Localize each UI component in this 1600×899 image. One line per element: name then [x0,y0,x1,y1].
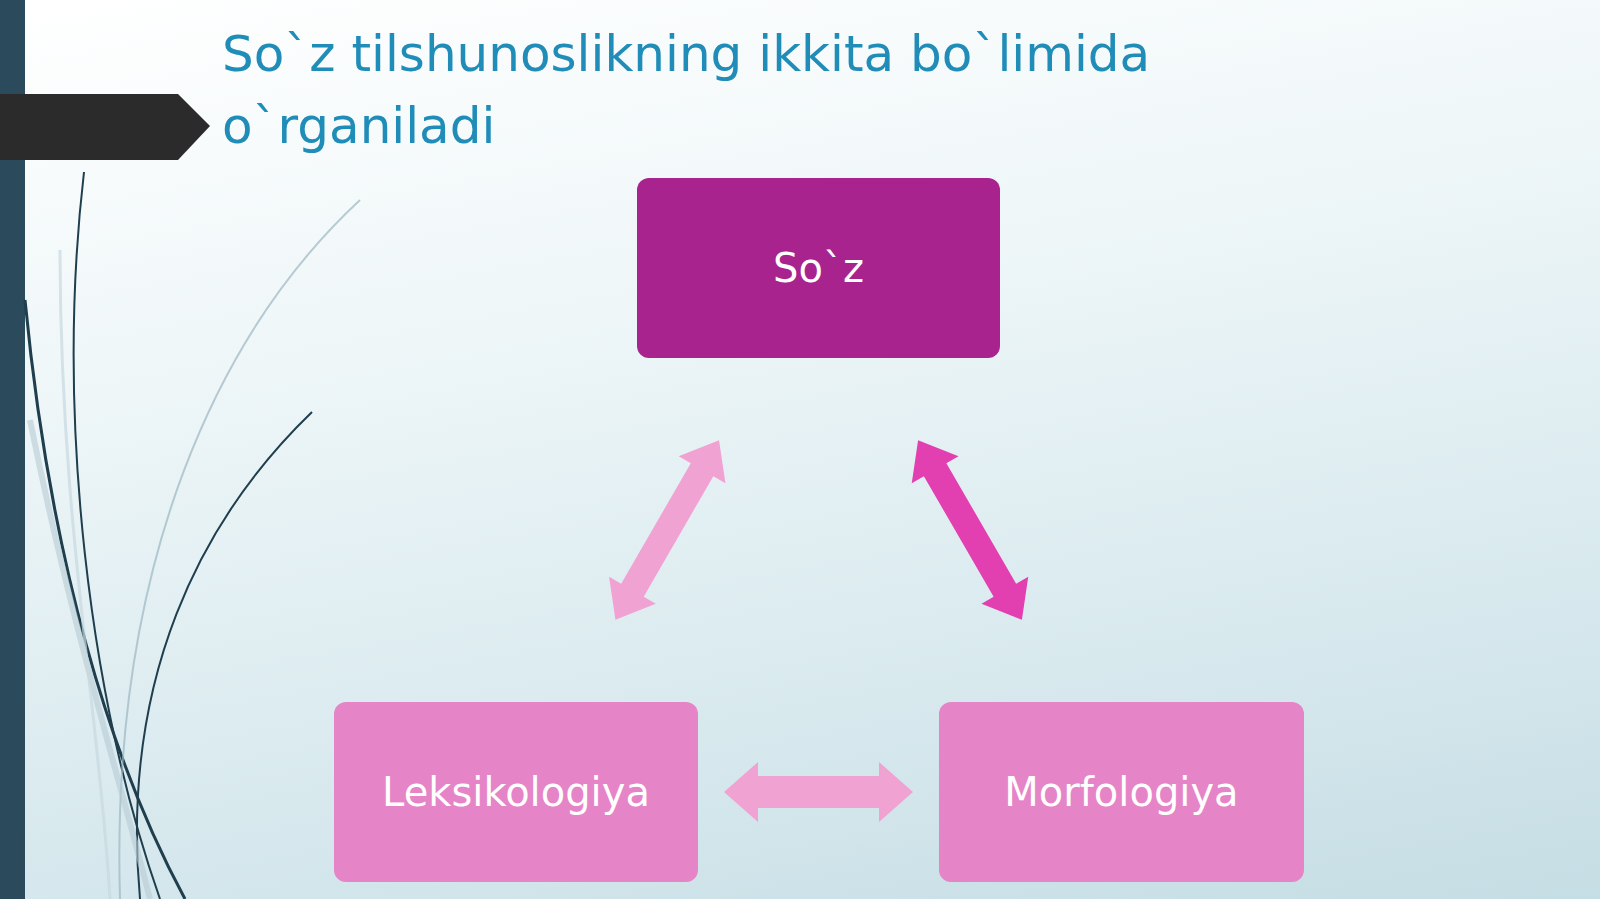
box-label: Leksikologiya [382,769,650,815]
concept-box: So`z [637,178,1000,358]
swoosh-line [74,172,160,899]
title-marker [0,94,210,160]
swoosh-line [60,250,110,899]
box-label: Morfologiya [1004,769,1238,815]
swoosh-line [25,300,185,899]
double-arrow [724,762,913,822]
concept-box: Morfologiya [939,702,1304,882]
swoosh-line [119,200,360,899]
swoosh-line [137,412,312,899]
concept-box: Leksikologiya [334,702,698,882]
double-arrow [609,440,725,619]
slide-title: So`z tilshunoslikning ikkita bo`limida o… [222,18,1302,162]
double-arrow [912,440,1029,620]
swoosh-line [30,420,150,899]
box-label: So`z [773,245,864,291]
